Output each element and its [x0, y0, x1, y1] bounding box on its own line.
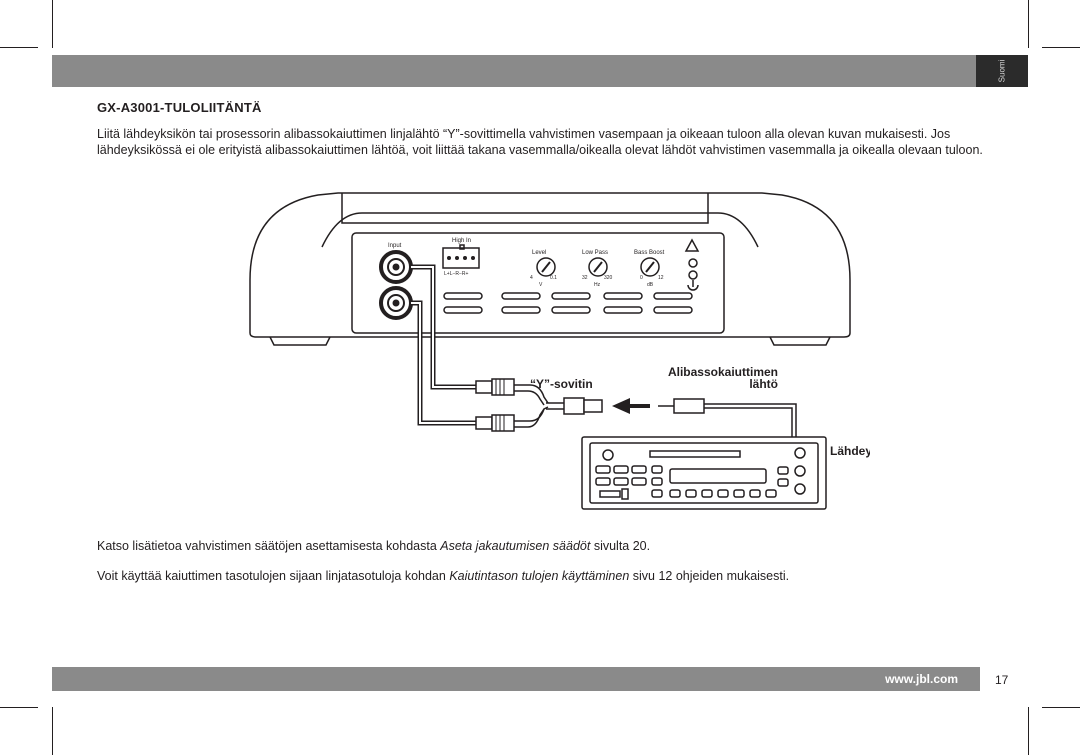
- bassboost-min: 0: [640, 275, 643, 281]
- speaker-note-text-end: sivu 12 ohjeiden mukaisesti.: [629, 569, 790, 583]
- sub-out-label-line2: lähtö: [749, 377, 778, 391]
- crop-mark: [1028, 707, 1029, 755]
- settings-note-text-end: sivulta 20.: [590, 539, 651, 553]
- crop-mark: [52, 0, 53, 48]
- website-link[interactable]: www.jbl.com: [885, 672, 958, 686]
- bassboost-max: 12: [658, 275, 664, 281]
- crop-mark: [1042, 47, 1080, 48]
- crop-mark: [1028, 0, 1029, 48]
- section-title: GX-A3001-TULOLIITÄNTÄ: [97, 100, 262, 115]
- high-in-label: High In: [452, 238, 471, 244]
- crop-mark: [0, 707, 38, 708]
- bassboost-unit: dB: [647, 282, 654, 288]
- crop-mark: [0, 47, 38, 48]
- settings-note: Katso lisätietoa vahvistimen säätöjen as…: [97, 538, 1007, 554]
- level-label: Level: [532, 250, 546, 256]
- intro-paragraph: Liitä lähdeyksikön tai prosessorin aliba…: [97, 127, 983, 157]
- speaker-note-text: Voit käyttää kaiuttimen tasotulojen sija…: [97, 569, 450, 583]
- input-label: Input: [388, 243, 402, 249]
- crop-mark: [1042, 707, 1080, 708]
- lowpass-unit: Hz: [594, 282, 601, 288]
- speaker-note: Voit käyttää kaiuttimen tasotulojen sija…: [97, 568, 1007, 584]
- high-in-pins: L+L−R−R+: [444, 271, 469, 277]
- language-label: Suomi: [997, 59, 1007, 83]
- header-bar: [52, 55, 976, 87]
- footer-bar: www.jbl.com: [52, 667, 980, 691]
- y-adapter-label: “Y”-sovitin: [530, 377, 593, 391]
- level-max: 0.1: [550, 275, 557, 281]
- settings-note-text: Katso lisätietoa vahvistimen säätöjen as…: [97, 539, 441, 553]
- lowpass-label: Low Pass: [582, 250, 608, 256]
- lowpass-max: 320: [604, 275, 613, 281]
- bassboost-label: Bass Boost: [634, 250, 665, 256]
- crop-mark: [52, 707, 53, 755]
- level-min: 4: [530, 275, 533, 281]
- level-unit: V: [539, 282, 543, 288]
- page-number: 17: [995, 673, 1009, 687]
- sub-out-label-line1: Alibassokaiuttimen: [668, 365, 778, 379]
- connection-diagram: Input High In L+L−R−R+ Level 4 0.1 V Low…: [249, 192, 870, 510]
- language-tab: Suomi: [976, 55, 1028, 87]
- speaker-note-reference: Kaiutintason tulojen käyttäminen: [449, 569, 630, 583]
- settings-note-reference: Aseta jakautumisen säädöt: [440, 539, 591, 553]
- lowpass-min: 32: [582, 275, 588, 281]
- source-unit-label: Lähdeyksikkö: [830, 444, 870, 458]
